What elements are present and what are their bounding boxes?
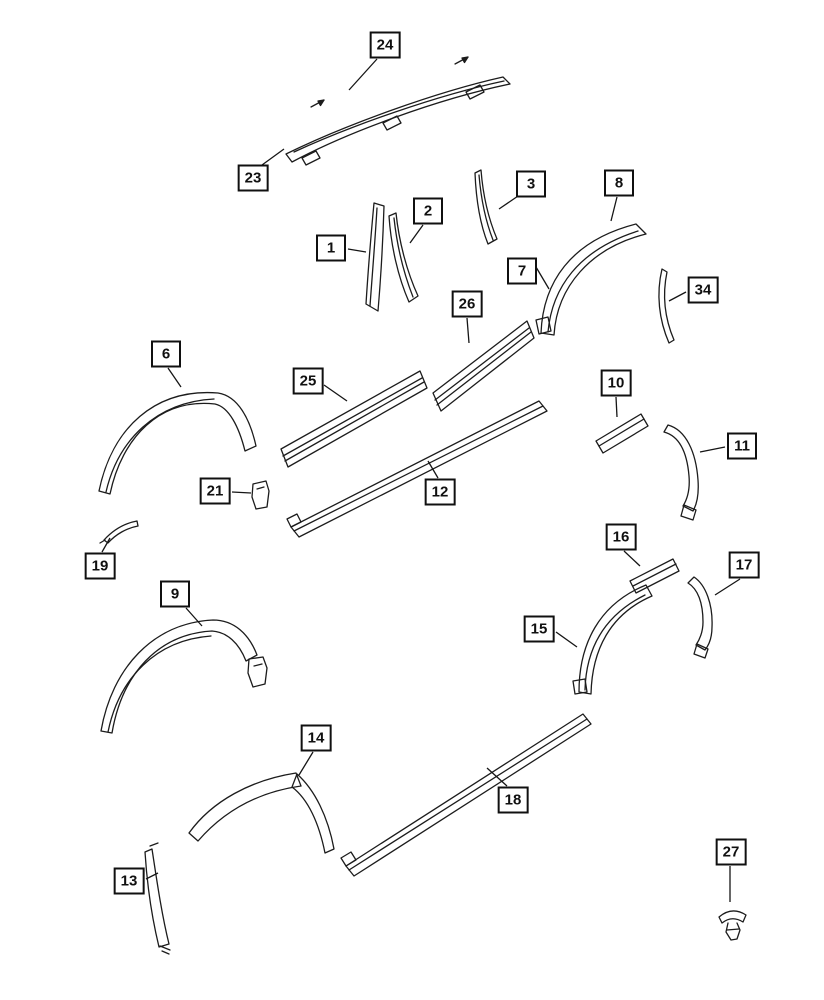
leader-34 [668, 291, 687, 302]
callout-24[interactable]: 24 [369, 31, 401, 59]
callout-8[interactable]: 8 [604, 169, 634, 197]
callout-17[interactable]: 17 [728, 551, 760, 579]
part-pillar-applique-2 [388, 212, 419, 303]
part-wheel-flare-15 [572, 584, 653, 695]
callout-16[interactable]: 16 [605, 523, 637, 551]
part-pillar-applique-3 [474, 169, 498, 245]
leader-6 [167, 367, 182, 388]
callout-2[interactable]: 2 [413, 197, 443, 225]
part-rear-wheel-flare-14 [188, 772, 335, 854]
part-molding-16 [629, 558, 680, 594]
part-bracket-21 [251, 480, 270, 510]
part-wheel-flare-11 [663, 424, 699, 521]
part-rear-wheel-flare-upper-right [535, 223, 647, 336]
callout-7[interactable]: 7 [507, 257, 537, 285]
part-front-wheel-flare-9 [100, 619, 268, 734]
part-molding-10 [595, 413, 649, 454]
callout-12[interactable]: 12 [424, 478, 456, 506]
part-pillar-applique-1 [365, 202, 385, 312]
callout-25[interactable]: 25 [292, 367, 324, 395]
leader-8 [610, 196, 618, 222]
callout-10[interactable]: 10 [600, 369, 632, 397]
callout-34[interactable]: 34 [687, 276, 719, 304]
callout-14[interactable]: 14 [300, 724, 332, 752]
leader-19 [101, 537, 111, 553]
part-rocker-molding-12 [286, 400, 548, 538]
leader-11 [699, 446, 726, 453]
part-retainer-clip-27 [718, 910, 747, 941]
roof-rail-fastener-left-icon [310, 99, 325, 108]
callout-27[interactable]: 27 [715, 838, 747, 866]
callout-26[interactable]: 26 [451, 290, 483, 318]
leader-7 [535, 266, 550, 290]
callout-18[interactable]: 18 [497, 786, 529, 814]
leader-12 [427, 460, 439, 479]
part-front-wheel-flare-6 [98, 391, 257, 495]
callout-9[interactable]: 9 [160, 580, 190, 608]
leader-17 [714, 578, 741, 596]
callout-3[interactable]: 3 [516, 170, 546, 198]
part-rocker-molding-18 [340, 713, 592, 877]
callout-13[interactable]: 13 [113, 867, 145, 895]
leader-26 [466, 317, 470, 344]
leader-14 [298, 751, 314, 776]
part-body-side-molding-26 [432, 320, 535, 412]
leader-25 [323, 384, 348, 402]
part-molding-strip-34 [658, 268, 675, 344]
leader-24 [348, 58, 378, 91]
leader-lines [101, 58, 741, 902]
callout-19[interactable]: 19 [84, 552, 116, 580]
leader-18 [486, 767, 508, 787]
part-strip-19 [99, 520, 139, 544]
part-roof-rail [285, 76, 511, 166]
part-fender-molding-13 [144, 842, 171, 955]
callout-11[interactable]: 11 [727, 432, 757, 460]
leader-21 [231, 491, 252, 494]
callout-1[interactable]: 1 [316, 234, 346, 262]
roof-rail-fastener-right-icon [454, 56, 469, 65]
leader-10 [615, 396, 618, 418]
callout-15[interactable]: 15 [523, 615, 555, 643]
leader-9 [185, 607, 203, 627]
part-wheel-flare-17 [687, 576, 713, 659]
leader-1 [347, 248, 367, 253]
callout-21[interactable]: 21 [199, 477, 231, 505]
leader-13 [145, 872, 159, 880]
leader-15 [555, 631, 578, 648]
callout-23[interactable]: 23 [237, 164, 269, 192]
leader-16 [623, 550, 641, 567]
leader-2 [409, 224, 424, 244]
callout-6[interactable]: 6 [151, 340, 181, 368]
leader-23 [261, 148, 285, 166]
part-body-side-molding-25 [280, 370, 428, 468]
